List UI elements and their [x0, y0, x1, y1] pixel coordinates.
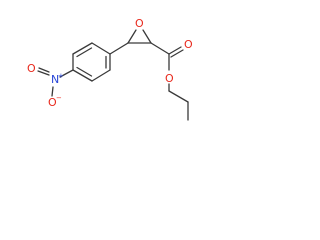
ring-double-bond [76, 66, 93, 77]
ring-to-epoxide-bond [109, 42, 129, 55]
ring-double-bond [76, 47, 93, 58]
nitrogen-atom: N [51, 73, 59, 86]
epoxide-ester: O O O [109, 17, 193, 121]
carbonyl-oxygen: O [184, 38, 193, 51]
ring-bond [91, 42, 111, 55]
ethyl-cc-bond-1 [168, 90, 189, 103]
n-o-bond-top [37, 70, 50, 76]
epoxide-to-carbonyl-bond [150, 42, 170, 55]
ester-oxygen: O [165, 72, 174, 85]
epoxide-oxygen: O [135, 17, 144, 30]
nitro-oxygen-bottom: O [48, 96, 57, 109]
molecule-structure: N + O O − O O O [27, 17, 193, 121]
epoxide-co-bond-right [142, 29, 152, 44]
ring-bond [72, 42, 93, 55]
n-o-bond-bottom [51, 86, 54, 97]
nitro-oxygen-charge: − [56, 94, 62, 102]
benzene-ring [72, 42, 111, 82]
ring-bond [91, 69, 111, 82]
nitro-oxygen-top: O [27, 62, 36, 75]
n-o-double-bond-top [38, 67, 50, 73]
nitro-group: N + O O − [27, 62, 74, 109]
epoxide-co-bond-left [127, 29, 137, 44]
ring-bond [72, 69, 93, 82]
ring-to-nitrogen-bond [59, 69, 74, 78]
nitrogen-charge: + [58, 72, 64, 80]
carbonyl-double-bond-a [168, 46, 182, 55]
carbonyl-double-bond-b [170, 49, 184, 58]
